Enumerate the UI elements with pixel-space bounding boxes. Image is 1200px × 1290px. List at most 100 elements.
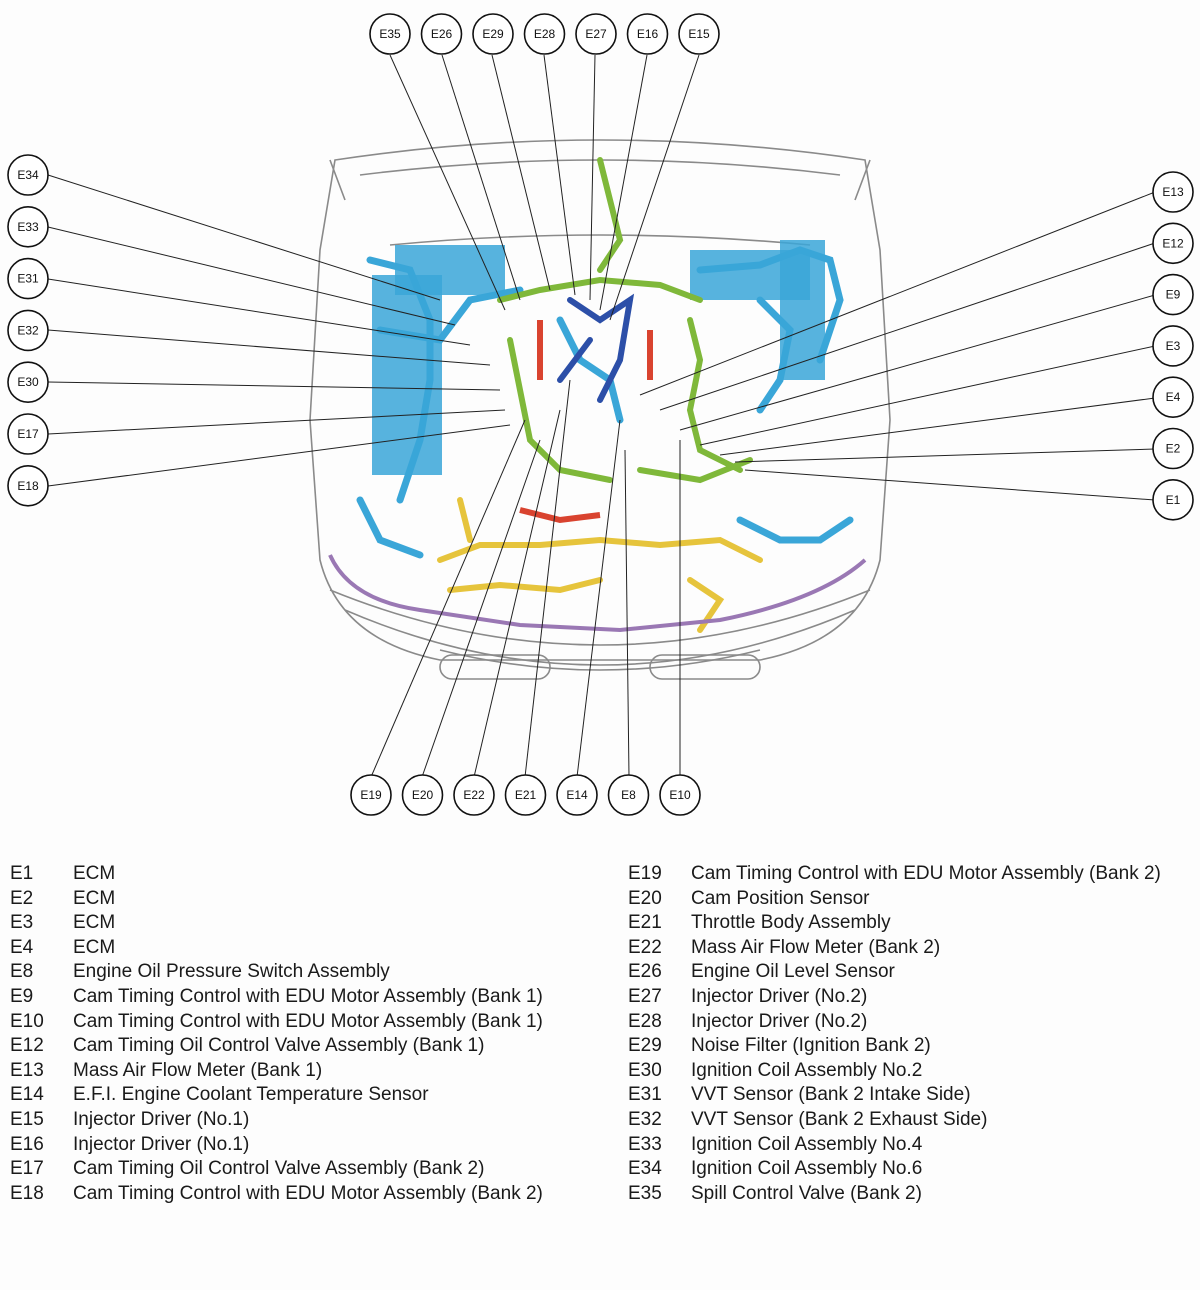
legend-description: VVT Sensor (Bank 2 Intake Side)	[691, 1084, 971, 1106]
legend-row: E27 Injector Driver (No.2)	[628, 985, 1188, 1010]
connector-label: E9	[1166, 288, 1181, 302]
legend-description: Mass Air Flow Meter (Bank 2)	[691, 936, 941, 958]
legend-description: Mass Air Flow Meter (Bank 1)	[73, 1059, 323, 1081]
legend-code: E1	[10, 863, 34, 884]
legend-code: E31	[628, 1084, 662, 1106]
legend-description: Cam Timing Oil Control Valve Assembly (B…	[73, 1035, 485, 1057]
connector-bubble-e33: E33	[7, 206, 49, 248]
connector-label: E26	[431, 27, 453, 41]
harness-red	[519, 320, 653, 524]
connector-label: E10	[669, 788, 691, 802]
legend-description: ECM	[73, 936, 116, 958]
connector-bubble-e13: E13	[1152, 171, 1194, 213]
legend-code: E18	[10, 1182, 44, 1204]
legend-description: VVT Sensor (Bank 2 Exhaust Side)	[691, 1108, 988, 1130]
legend-description: Injector Driver (No.2)	[691, 985, 868, 1007]
connector-label: E32	[17, 323, 39, 337]
legend-code: E17	[10, 1158, 44, 1180]
legend-description: Cam Timing Oil Control Valve Assembly (B…	[73, 1158, 485, 1180]
legend-description: Spill Control Valve (Bank 2)	[691, 1182, 922, 1204]
legend-row: E12 Cam Timing Oil Control Valve Assembly…	[10, 1034, 600, 1059]
leader-lines	[47, 54, 1156, 778]
legend-description: Ignition Coil Assembly No.6	[691, 1158, 923, 1180]
connector-label: E31	[17, 272, 39, 286]
harness-yellow	[437, 497, 763, 633]
legend-description: E.F.I. Engine Coolant Temperature Sensor	[73, 1084, 429, 1106]
legend-code: E9	[10, 985, 34, 1007]
legend-row: E1 ECM	[10, 862, 600, 887]
legend-row: E34 Ignition Coil Assembly No.6	[628, 1157, 1188, 1182]
legend-description: Ignition Coil Assembly No.2	[691, 1059, 923, 1081]
connector-label: E19	[360, 788, 382, 802]
legend-description: Engine Oil Pressure Switch Assembly	[73, 961, 390, 983]
legend-description: Cam Timing Control with EDU Motor Assemb…	[691, 863, 1161, 884]
legend-code: E22	[628, 936, 662, 958]
legend-row: E30 Ignition Coil Assembly No.2	[628, 1059, 1188, 1084]
connector-bubble-e31: E31	[7, 257, 49, 300]
legend-description: Cam Timing Control with EDU Motor Assemb…	[73, 1010, 543, 1032]
connector-bubble-e20: E20	[401, 774, 444, 816]
connector-label: E22	[463, 788, 485, 802]
legend-code: E3	[10, 912, 34, 934]
legend-description: ECM	[73, 887, 116, 909]
connector-bubble-e12: E12	[1152, 222, 1194, 265]
legend-description: ECM	[73, 912, 116, 934]
legend-row: E31 VVT Sensor (Bank 2 Intake Side)	[628, 1083, 1188, 1108]
legend-code: E4	[10, 936, 34, 958]
legend-description: Cam Timing Control with EDU Motor Assemb…	[73, 985, 543, 1007]
legend-code: E26	[628, 961, 662, 983]
connector-bubble-e21: E21	[504, 774, 547, 816]
connector-bubble-e4: E4	[1152, 376, 1194, 419]
legend-code: E27	[628, 985, 662, 1007]
vehicle-outline	[309, 139, 891, 680]
legend-code: E12	[10, 1035, 44, 1057]
connector-bubble-e22: E22	[453, 774, 495, 816]
legend-description: ECM	[73, 863, 116, 884]
legend-description: Noise Filter (Ignition Bank 2)	[691, 1035, 931, 1057]
harness-purple	[328, 554, 867, 633]
connector-label: E27	[585, 27, 607, 41]
harness-blue-block-left	[372, 275, 442, 475]
legend-description: Throttle Body Assembly	[691, 912, 891, 934]
legend-row: E22 Mass Air Flow Meter (Bank 2)	[628, 936, 1188, 961]
connector-label: E15	[688, 27, 710, 41]
connector-label: E30	[17, 375, 39, 389]
legend-description: Engine Oil Level Sensor	[691, 961, 895, 983]
legend-code: E16	[10, 1133, 44, 1155]
harness-navy	[557, 293, 635, 403]
connector-label: E33	[17, 220, 39, 234]
legend-description: Injector Driver (No.1)	[73, 1133, 250, 1155]
connector-bubble-e14: E14	[556, 774, 598, 816]
connector-label: E16	[637, 27, 659, 41]
legend-code: E13	[10, 1059, 44, 1081]
legend-code: E30	[628, 1059, 662, 1081]
connector-bubble-e15: E15	[678, 13, 720, 55]
connector-bubble-e27: E27	[575, 13, 617, 55]
connector-bubble-e28: E28	[523, 13, 566, 55]
connector-bubble-e26: E26	[420, 13, 463, 55]
connector-label: E29	[482, 27, 504, 41]
legend-row: E9 Cam Timing Control with EDU Motor Asse…	[10, 985, 600, 1010]
connector-label: E14	[566, 788, 588, 802]
legend-code: E34	[628, 1158, 662, 1180]
legend-row: E16 Injector Driver (No.1)	[10, 1133, 600, 1158]
connector-bubble-e30: E30	[7, 361, 49, 404]
legend-row: E26 Engine Oil Level Sensor	[628, 960, 1188, 985]
connector-label: E34	[17, 168, 39, 182]
harness-blue-block-right-2	[780, 240, 825, 380]
connector-label: E8	[621, 788, 636, 802]
legend-description: Cam Position Sensor	[691, 887, 870, 909]
connector-bubble-e3: E3	[1152, 325, 1194, 367]
harness-blue-block-top	[395, 245, 505, 295]
